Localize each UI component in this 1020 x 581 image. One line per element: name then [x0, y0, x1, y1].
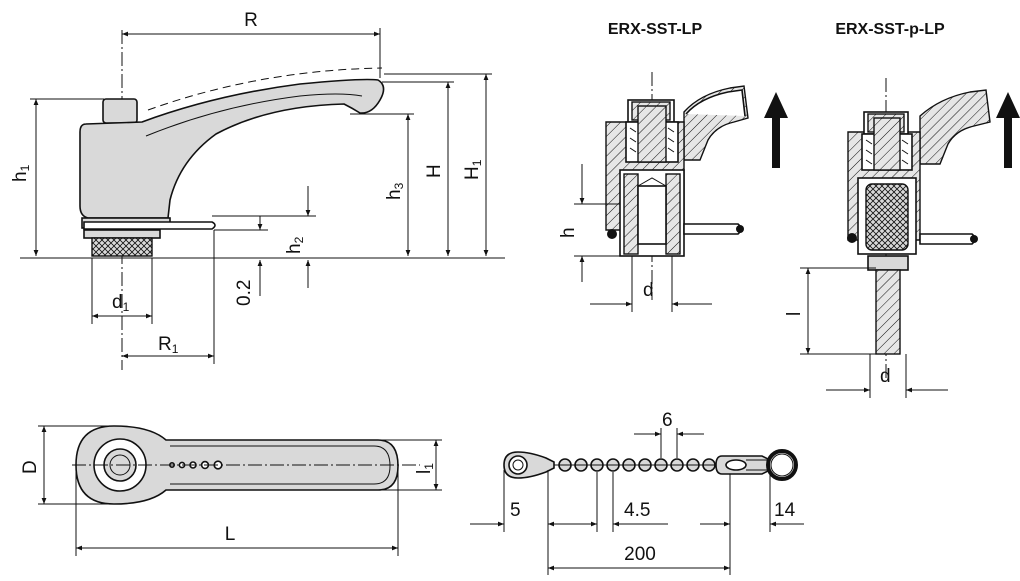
- dim-chain-pitch: 6: [662, 410, 673, 431]
- dim-chain-200: 200: [624, 544, 656, 565]
- dim-d-variant-b: d: [880, 366, 891, 387]
- lever-side-view: R h1 h3 H H1 h2 0.2 d1 R1: [10, 10, 505, 370]
- dim-h: h: [558, 227, 579, 238]
- dim-R: R: [244, 10, 258, 31]
- lever-top-view: D L l1: [20, 425, 442, 556]
- dim-H1: H1: [462, 159, 484, 180]
- dim-l: l: [784, 312, 805, 316]
- dim-d-variant-a: d: [643, 280, 654, 301]
- title-variant-a: ERX-SST-LP: [608, 21, 703, 38]
- title-variant-b: ERX-SST-p-LP: [835, 21, 945, 38]
- variant-b-section: ERX-SST-p-LP l d: [784, 21, 1020, 398]
- dim-R1: R1: [158, 334, 179, 356]
- dim-h2: h2: [284, 236, 306, 254]
- dim-D: D: [20, 460, 41, 474]
- variant-a-section: ERX-SST-LP h d: [558, 21, 788, 312]
- dim-l1: l1: [414, 463, 436, 474]
- dim-chain-4-5: 4.5: [624, 500, 650, 521]
- dim-h3: h3: [384, 182, 406, 200]
- dim-gap: 0.2: [234, 280, 255, 306]
- dim-chain-5: 5: [510, 500, 521, 521]
- ball-chain: 6 5 4.5 14 200: [470, 410, 804, 575]
- dim-H: H: [424, 164, 445, 178]
- dim-h1: h1: [10, 164, 32, 182]
- dim-d1: d1: [112, 292, 130, 314]
- dim-chain-14: 14: [774, 500, 796, 521]
- dim-L: L: [225, 524, 236, 545]
